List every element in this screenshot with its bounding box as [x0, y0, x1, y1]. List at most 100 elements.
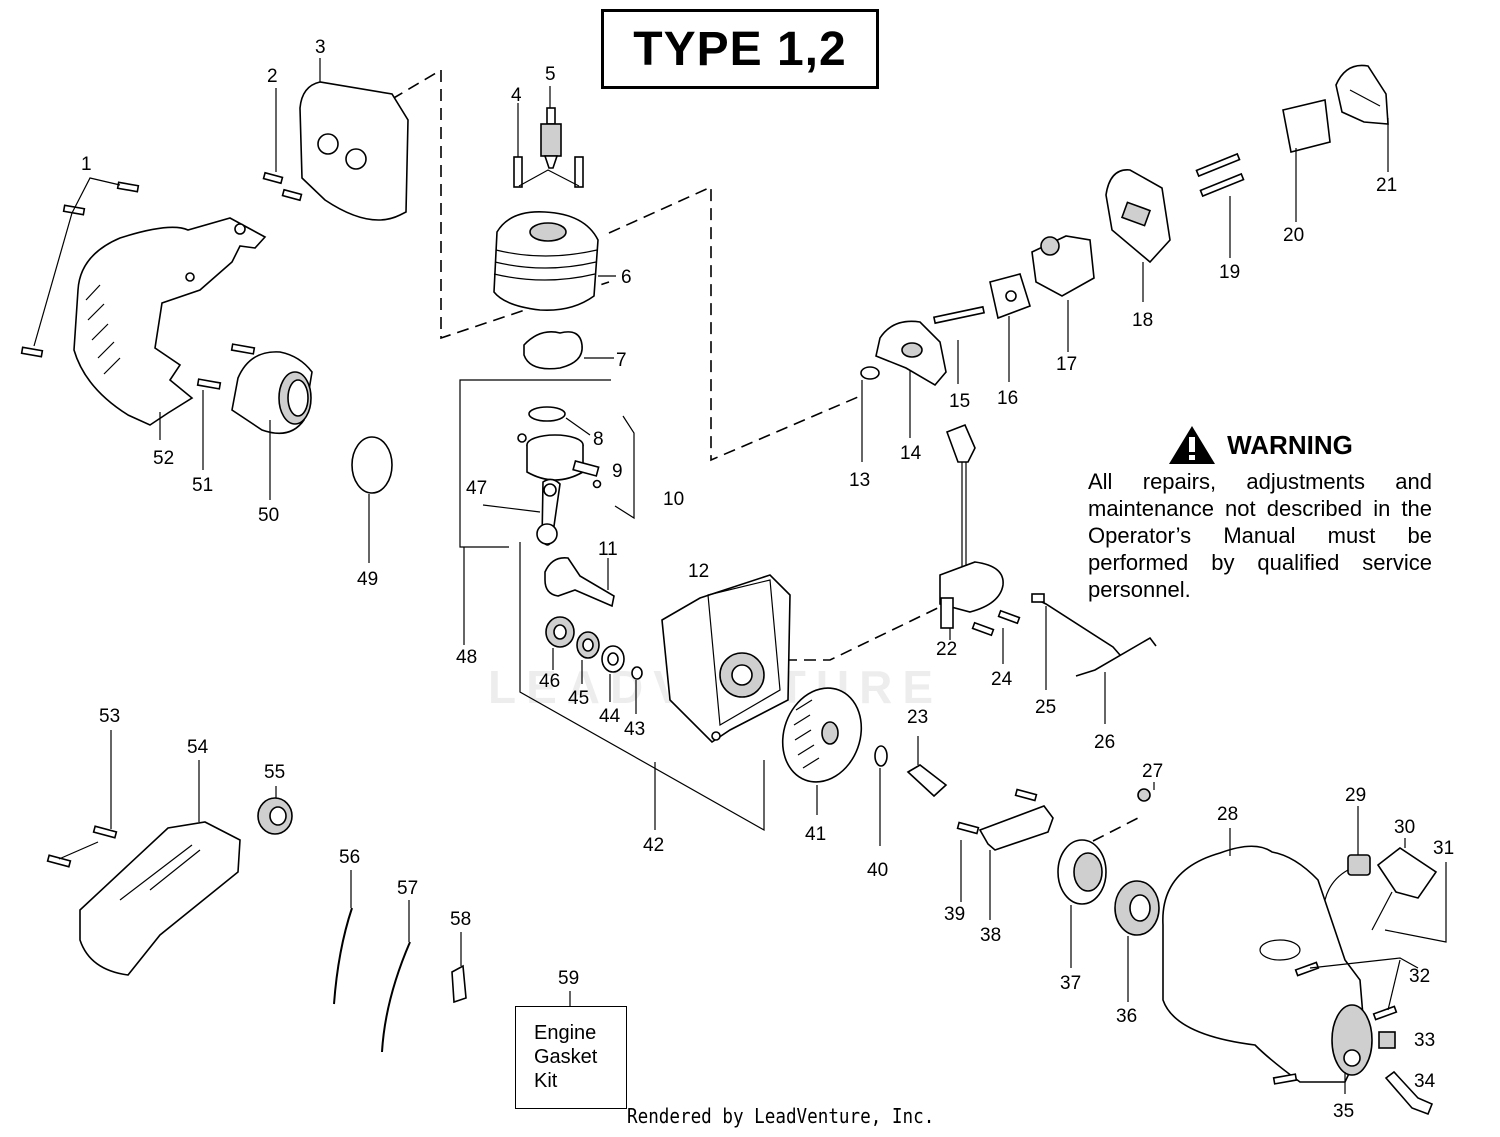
footer-credit: Rendered by LeadVenture, Inc.	[627, 1104, 935, 1128]
part-1-screws	[20, 177, 140, 358]
callout-59: 59	[558, 968, 579, 989]
callout-55: 55	[264, 762, 285, 783]
callout-44: 44	[599, 706, 621, 727]
part-13-oring	[860, 366, 880, 462]
part-34-pawl	[1384, 1070, 1434, 1116]
part-4-5-screws-sparkplug	[513, 86, 584, 188]
part-18-filter-base	[1105, 169, 1171, 302]
callout-56: 56	[339, 847, 360, 868]
callout-10: 10	[663, 489, 684, 510]
callout-34: 34	[1414, 1071, 1436, 1092]
group-brackets	[459, 379, 765, 832]
part-29-switch	[1324, 806, 1371, 901]
part-55-nut	[257, 786, 293, 835]
callout-9: 9	[612, 461, 623, 482]
part-12-crankcase	[661, 574, 791, 744]
kit-line-2: Gasket	[534, 1046, 598, 1068]
callout-27: 27	[1142, 761, 1163, 782]
part-piston	[517, 433, 584, 481]
callout-1: 1	[81, 154, 92, 175]
part-11-crankshaft	[544, 556, 615, 608]
part-16-gasket	[989, 273, 1031, 382]
part-24-screws	[971, 609, 1021, 664]
part-6-cylinder	[493, 211, 616, 312]
callout-40: 40	[867, 860, 888, 881]
callout-47: 47	[466, 478, 487, 499]
warning-heading: WARNING	[1088, 424, 1432, 466]
callout-2: 2	[267, 66, 278, 87]
callout-38: 38	[980, 925, 1001, 946]
part-36-spring-plate	[1114, 880, 1160, 1002]
callout-54: 54	[187, 737, 209, 758]
part-20-filter-element	[1282, 99, 1331, 222]
callout-13: 13	[849, 470, 870, 491]
callout-45: 45	[568, 688, 589, 709]
part-57-line	[381, 900, 411, 1053]
callout-35: 35	[1333, 1101, 1354, 1122]
part-50-muffler	[231, 351, 313, 435]
callout-28: 28	[1217, 804, 1238, 825]
callout-18: 18	[1132, 310, 1153, 331]
callout-51: 51	[192, 475, 213, 496]
part-58-grommet	[451, 932, 467, 1004]
part-22-ignition-coil	[939, 423, 1004, 640]
part-30-handle	[1371, 838, 1438, 931]
part-40-washer	[874, 745, 888, 846]
callout-30: 30	[1394, 817, 1415, 838]
callout-16: 16	[997, 388, 1018, 409]
callout-31: 31	[1433, 838, 1454, 859]
callout-29: 29	[1345, 785, 1366, 806]
callout-24: 24	[991, 669, 1013, 690]
callout-20: 20	[1283, 225, 1304, 246]
engine-gasket-kit-box: Engine Gasket Kit	[515, 1006, 627, 1109]
warning-notice: WARNING All repairs, adjustments and mai…	[1088, 424, 1432, 603]
part-7-gasket	[523, 331, 614, 370]
leader-47	[482, 504, 541, 513]
part-19-screws	[1195, 152, 1245, 258]
callout-23: 23	[907, 707, 928, 728]
part-27-nut	[1137, 782, 1155, 802]
callout-52: 52	[153, 448, 174, 469]
part-33-block	[1378, 1031, 1396, 1049]
callout-11: 11	[598, 539, 618, 560]
warning-triangle-icon	[1169, 426, 1216, 464]
callout-12: 12	[688, 561, 709, 582]
callout-57: 57	[397, 878, 418, 899]
part-43-46-bearings	[545, 616, 643, 714]
callout-41: 41	[805, 824, 826, 845]
callout-3: 3	[315, 37, 326, 58]
callout-labels: 1 2 3 4 5 6 7 8 9 10 11 12 13 14 15 16 1…	[81, 37, 1454, 1122]
part-38-39-bracket-screws	[956, 788, 1054, 920]
callout-4: 4	[511, 85, 522, 106]
callout-26: 26	[1094, 732, 1115, 753]
part-21-filter-cover	[1335, 64, 1389, 172]
callout-15: 15	[949, 391, 970, 412]
part-25-26-wires	[1031, 593, 1157, 724]
part-47-connecting-rod	[536, 478, 561, 546]
part-37-pulley	[1057, 839, 1107, 968]
callout-33: 33	[1414, 1030, 1435, 1051]
warning-body: All repairs, adjustments and maintenance…	[1088, 469, 1432, 602]
callout-39: 39	[944, 904, 965, 925]
part-52-shroud	[73, 217, 267, 426]
callout-53: 53	[99, 706, 120, 727]
part-3-heat-shield	[299, 58, 409, 221]
callout-8: 8	[593, 429, 604, 450]
callout-22: 22	[936, 639, 957, 660]
callout-49: 49	[357, 569, 378, 590]
part-8-rings	[528, 406, 591, 436]
callout-42: 42	[643, 835, 664, 856]
callout-48: 48	[456, 647, 477, 668]
part-15-bolts	[932, 305, 986, 384]
part-31-32-screws	[1272, 862, 1447, 1085]
part-54-cover	[79, 760, 241, 976]
part-41-flywheel	[781, 687, 863, 815]
callout-21: 21	[1376, 175, 1397, 196]
callout-37: 37	[1060, 973, 1081, 994]
warning-heading-text: WARNING	[1227, 429, 1353, 460]
part-17-carburetor	[1031, 235, 1095, 352]
part-49-oring	[351, 436, 393, 563]
part-9-pin-clips	[572, 460, 602, 489]
callout-7: 7	[616, 350, 627, 371]
